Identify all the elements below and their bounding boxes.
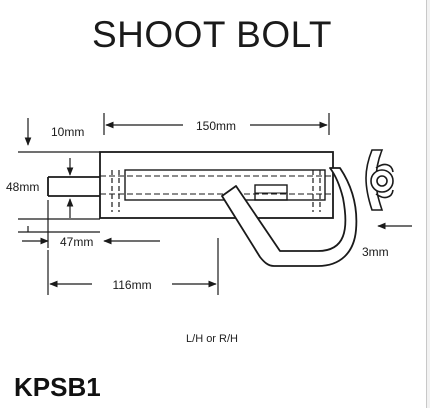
bolt-rod	[47, 176, 100, 197]
product-code: KPSB1	[14, 372, 101, 402]
dimension-bolt-height-label: 48mm	[6, 180, 39, 194]
page-title: SHOOT BOLT	[91, 14, 333, 55]
dimension-overall-reach-label: 116mm	[112, 278, 151, 292]
dimension-bolt-extension-label: 47mm	[60, 235, 93, 249]
handing-caption: L/H or R/H	[186, 333, 238, 345]
bolt-handle	[221, 167, 358, 267]
dimension-length	[103, 113, 330, 135]
dimension-bolt-extension	[18, 198, 160, 248]
keep-plate	[365, 149, 394, 211]
dimension-overall-reach	[47, 238, 219, 295]
dimension-bolt-offset	[18, 118, 100, 176]
dimension-bolt-offset-label: 10mm	[51, 125, 84, 139]
dimension-length-label: 150mm	[196, 119, 236, 133]
bolt-body	[99, 151, 334, 219]
dimension-gap-label: 3mm	[362, 245, 389, 259]
page-edge-divider	[426, 0, 430, 408]
